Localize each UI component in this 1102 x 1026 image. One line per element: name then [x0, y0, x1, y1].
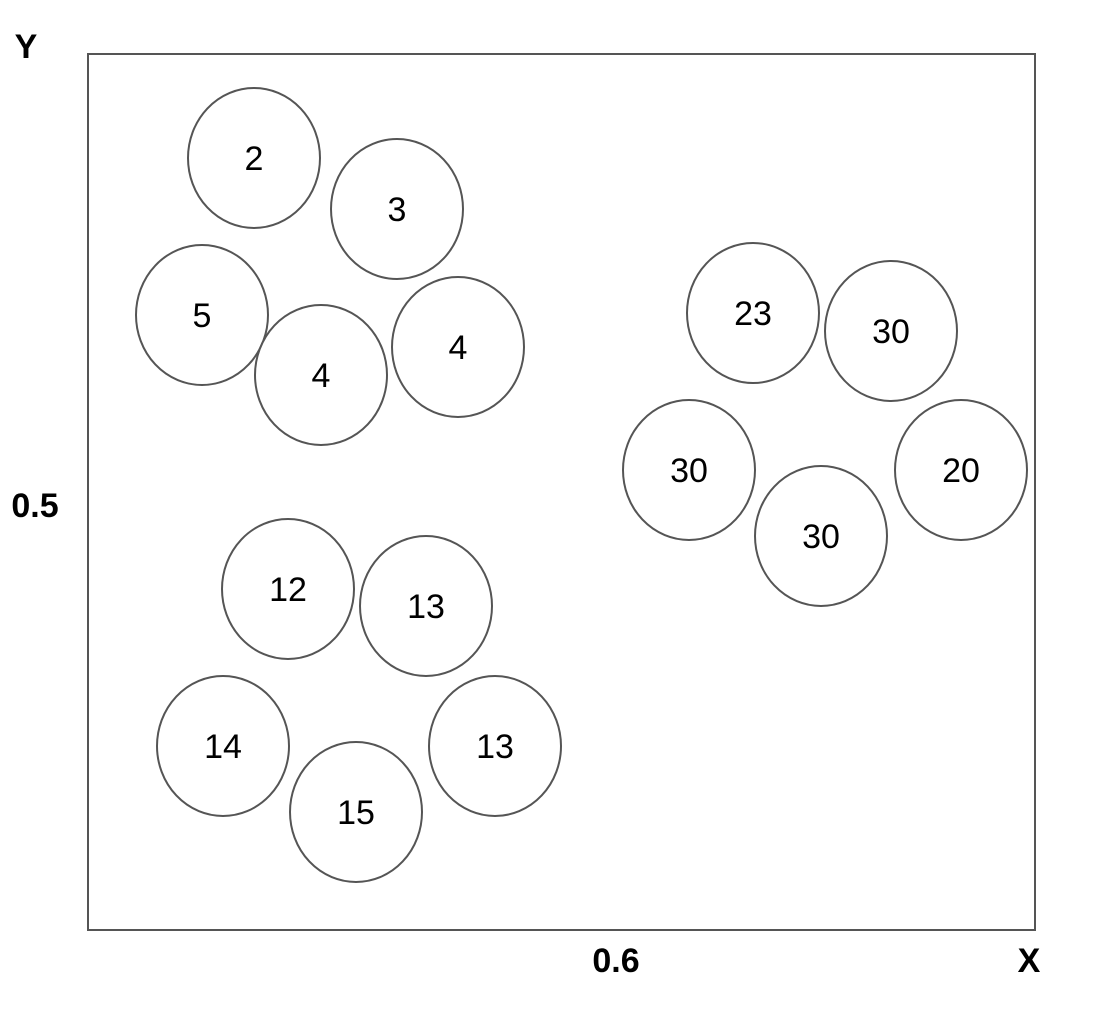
- circle-outline: [359, 535, 493, 677]
- circle-outline: [156, 675, 290, 817]
- circle-outline: [254, 304, 388, 446]
- circle-node: 4: [391, 276, 525, 418]
- circle-outline: [289, 741, 423, 883]
- circle-value-label: 14: [204, 728, 242, 766]
- circle-outline: [686, 242, 820, 384]
- circle-value-label: 13: [476, 728, 514, 766]
- circle-value-label: 23: [734, 295, 772, 333]
- circle-node: 20: [894, 399, 1028, 541]
- circle-node: 3: [330, 138, 464, 280]
- circle-node: 13: [428, 675, 562, 817]
- circle-value-label: 13: [407, 588, 445, 626]
- circle-value-label: 30: [802, 518, 840, 556]
- circle-outline: [622, 399, 756, 541]
- circle-node: 30: [622, 399, 756, 541]
- circle-value-label: 15: [337, 794, 375, 832]
- circle-node: 13: [359, 535, 493, 677]
- circle-outline: [391, 276, 525, 418]
- circle-node: 5: [135, 244, 269, 386]
- circle-value-label: 30: [670, 452, 708, 490]
- circle-outline: [187, 87, 321, 229]
- y-axis-label: Y: [15, 28, 38, 66]
- y-axis-tick-label: 0.5: [11, 487, 58, 525]
- circle-value-label: 20: [942, 452, 980, 490]
- circle-value-label: 3: [388, 191, 407, 229]
- cluster-bottom-left: 12 13 14 13 15: [156, 518, 562, 883]
- circle-outline: [221, 518, 355, 660]
- circle-outline: [330, 138, 464, 280]
- circle-node: 30: [824, 260, 958, 402]
- circle-value-label: 4: [312, 357, 331, 395]
- x-axis-tick-label: 0.6: [592, 942, 639, 980]
- circle-value-label: 2: [245, 140, 264, 178]
- circle-outline: [894, 399, 1028, 541]
- circle-outline: [824, 260, 958, 402]
- circle-outline: [135, 244, 269, 386]
- x-axis-label: X: [1018, 942, 1041, 980]
- circle-node: 2: [187, 87, 321, 229]
- cluster-top-left: 2 3 5 4 4: [135, 87, 525, 446]
- circle-outline: [754, 465, 888, 607]
- circle-value-label: 5: [193, 297, 212, 335]
- circle-node: 4: [254, 304, 388, 446]
- circle-value-label: 30: [872, 313, 910, 351]
- circle-node: 15: [289, 741, 423, 883]
- circle-node: 12: [221, 518, 355, 660]
- circle-node: 30: [754, 465, 888, 607]
- circle-outline: [428, 675, 562, 817]
- cluster-right: 23 30 30 20 30: [622, 242, 1028, 607]
- circle-value-label: 12: [269, 571, 307, 609]
- circle-node: 14: [156, 675, 290, 817]
- plot-frame: [87, 53, 1036, 931]
- circle-value-label: 4: [449, 329, 468, 367]
- circle-node: 23: [686, 242, 820, 384]
